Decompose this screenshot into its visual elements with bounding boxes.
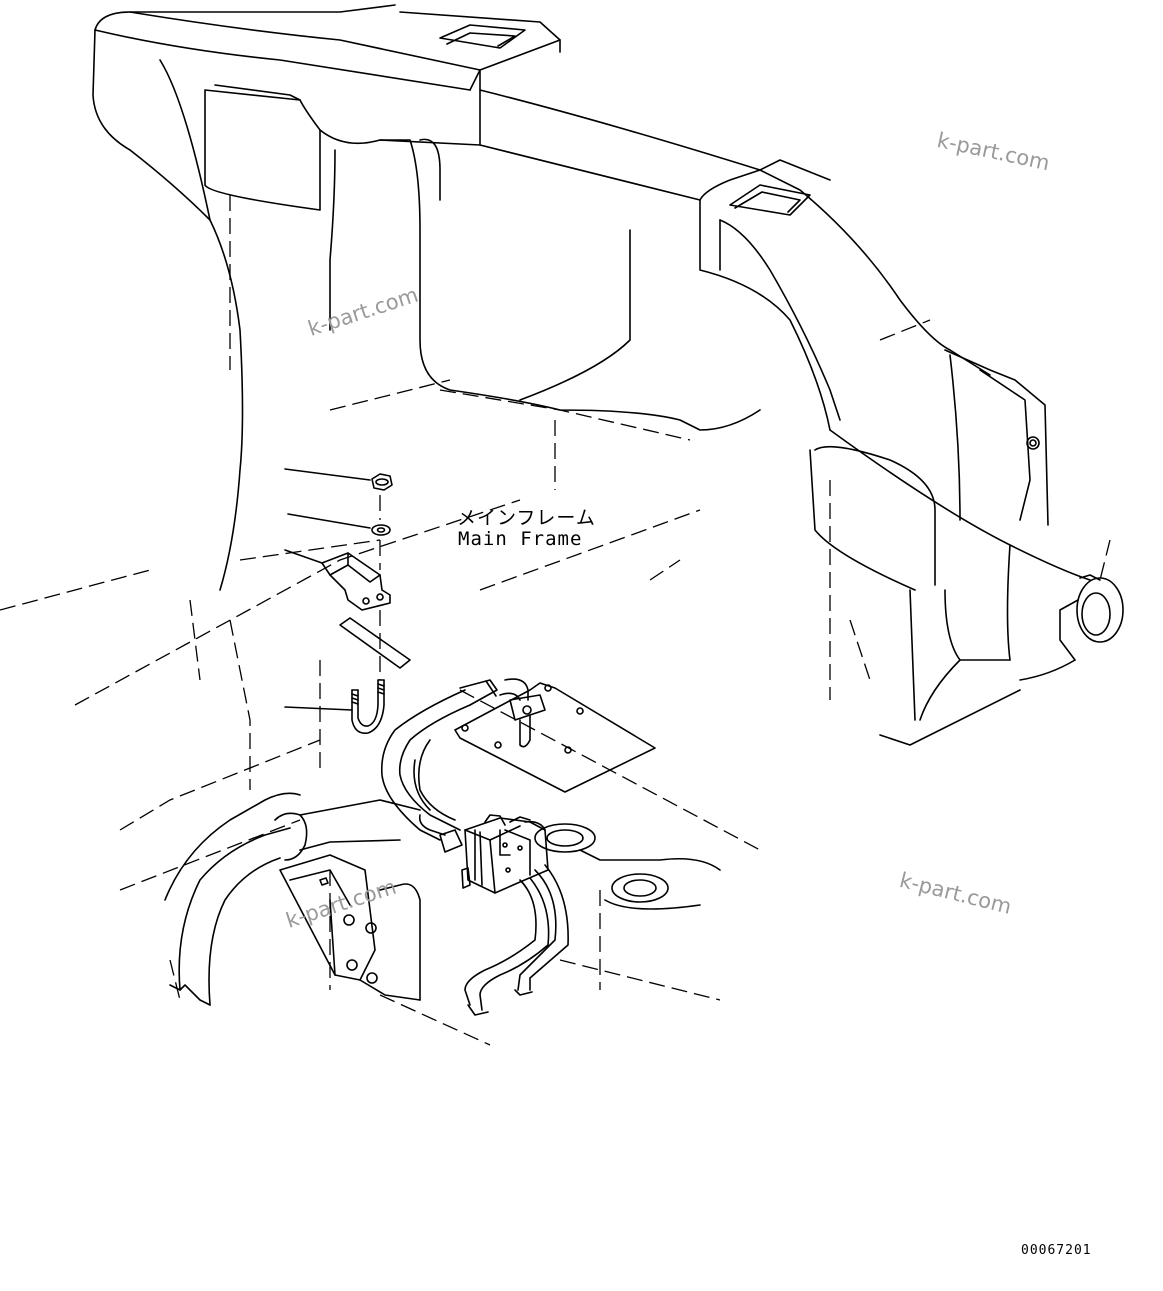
main-frame-outline — [92, 4, 1124, 746]
nut — [371, 473, 393, 491]
hidden-lines — [0, 195, 1111, 1046]
drawing-code: 00067201 — [1021, 1243, 1092, 1258]
main-frame-label-jp: メインフレーム — [457, 507, 596, 529]
hose-assembly — [164, 678, 721, 1016]
leader-lines — [284, 468, 371, 711]
bracket — [321, 552, 391, 611]
bracket-assembly — [321, 473, 656, 793]
main-frame-label-en: Main Frame — [458, 528, 583, 550]
u-bolt — [351, 679, 385, 735]
washer — [371, 524, 391, 536]
